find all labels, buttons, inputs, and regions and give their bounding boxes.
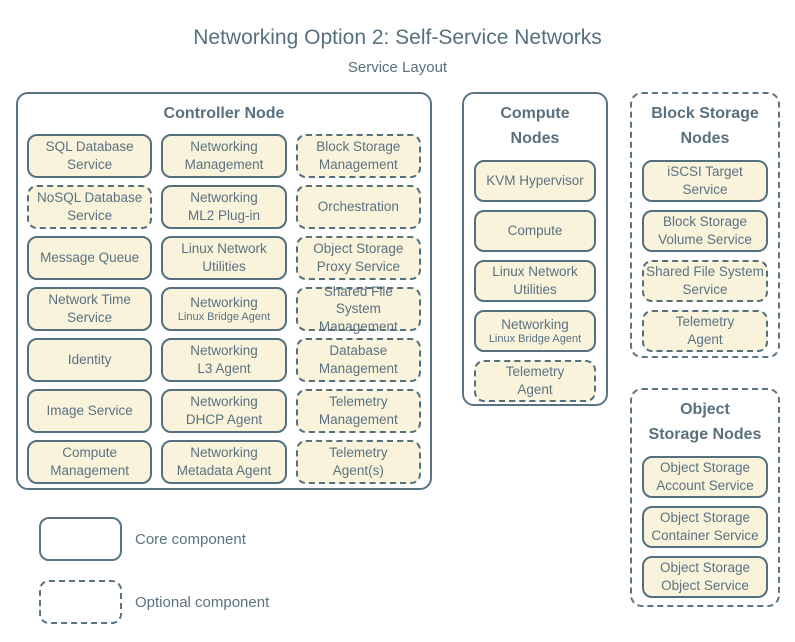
service-block-storage-volume: Block Storage Volume Service [642, 210, 768, 252]
object-storage-nodes-title: Object Storage Nodes [648, 401, 762, 443]
block-storage-nodes-panel: Block Storage Nodes iSCSI Target Service… [630, 92, 780, 358]
service-telemetry-agent-compute: Telemetry Agent [474, 360, 596, 402]
service-label: Linux Network Utilities [181, 241, 267, 274]
service-networking-dhcp-agent: Networking DHCP Agent [161, 389, 287, 433]
service-label: Networking ML2 Plug-in [187, 190, 261, 223]
controller-service-grid: SQL Database Service Networking Manageme… [18, 126, 430, 484]
service-label: Block Storage Volume Service [658, 214, 752, 247]
service-linux-network-utilities: Linux Network Utilities [161, 236, 287, 280]
service-orchestration: Orchestration [295, 185, 421, 229]
service-label: Shared File System Service [646, 264, 764, 297]
legend-optional-swatch [39, 580, 122, 624]
service-object-storage-object: Object Storage Object Service [642, 556, 768, 598]
service-sublabel: Linux Bridge Agent [488, 333, 582, 346]
service-telemetry-agents: Telemetry Agent(s) [295, 440, 421, 484]
service-label: Compute Management [50, 445, 130, 478]
block-storage-nodes-title: Block Storage Nodes [651, 105, 759, 147]
service-iscsi-target: iSCSI Target Service [642, 160, 768, 202]
service-label: Linux Network Utilities [492, 264, 578, 297]
legend-core-label: Core component [135, 530, 246, 548]
legend-core: Core component [39, 517, 246, 561]
service-sublabel: Linux Bridge Agent [177, 311, 271, 324]
service-object-storage-container: Object Storage Container Service [642, 506, 768, 548]
service-label: Telemetry Agent [505, 364, 565, 397]
service-identity: Identity [27, 338, 153, 382]
service-label: Object Storage Container Service [651, 510, 759, 543]
service-block-storage-management: Block Storage Management [295, 134, 421, 178]
controller-node-panel: Controller Node SQL Database Service Net… [16, 92, 432, 490]
object-storage-service-list: Object Storage Account Service Object St… [632, 447, 778, 598]
service-label: Networking [190, 294, 258, 310]
service-object-storage-account: Object Storage Account Service [642, 456, 768, 498]
object-storage-nodes-panel: Object Storage Nodes Object Storage Acco… [630, 388, 780, 607]
service-label: Telemetry Agent [675, 314, 735, 347]
service-label: Block Storage Management [316, 139, 401, 172]
service-label: Compute [507, 223, 563, 239]
block-storage-service-list: iSCSI Target Service Block Storage Volum… [632, 151, 778, 352]
service-label: Networking L3 Agent [190, 343, 258, 376]
service-label: Orchestration [317, 199, 399, 215]
service-label: Message Queue [40, 250, 140, 266]
service-label: Telemetry Management [318, 394, 398, 427]
service-compute-management: Compute Management [27, 440, 153, 484]
service-label: Networking [501, 316, 569, 332]
service-label: NoSQL Database Service [37, 190, 143, 223]
service-label: Shared File System Management [318, 283, 398, 334]
service-linux-network-utilities-compute: Linux Network Utilities [474, 260, 596, 302]
service-sql-database: SQL Database Service [27, 134, 153, 178]
service-networking-l3-agent: Networking L3 Agent [161, 338, 287, 382]
service-label: Object Storage Object Service [659, 560, 751, 593]
service-networking-ml2-plugin: Networking ML2 Plug-in [161, 185, 287, 229]
compute-nodes-title: Compute Nodes [500, 105, 570, 147]
compute-nodes-panel: Compute Nodes KVM Hypervisor Compute Lin… [462, 92, 608, 406]
service-label: Image Service [46, 403, 133, 419]
service-kvm-hypervisor: KVM Hypervisor [474, 160, 596, 202]
legend-core-swatch [39, 517, 122, 561]
service-label: Telemetry Agent(s) [329, 445, 388, 478]
diagram-title: Networking Option 2: Self-Service Networ… [193, 26, 602, 49]
legend-optional: Optional component [39, 580, 269, 624]
service-networking-management: Networking Management [161, 134, 287, 178]
service-label: SQL Database Service [45, 139, 134, 172]
service-image-service: Image Service [27, 389, 153, 433]
service-label: iSCSI Target Service [667, 164, 743, 197]
controller-node-title: Controller Node [163, 105, 285, 122]
service-telemetry-management: Telemetry Management [295, 389, 421, 433]
service-label: Networking Metadata Agent [176, 445, 272, 478]
service-label: Object Storage Account Service [656, 460, 754, 493]
service-shared-file-system-service: Shared File System Service [642, 260, 768, 302]
service-label: KVM Hypervisor [486, 173, 584, 189]
compute-service-list: KVM Hypervisor Compute Linux Network Uti… [464, 151, 606, 402]
service-network-time: Network Time Service [27, 287, 153, 331]
service-shared-file-system-management: Shared File System Management [295, 284, 421, 334]
service-database-management: Database Management [295, 338, 421, 382]
service-telemetry-agent-block: Telemetry Agent [642, 310, 768, 352]
legend-optional-label: Optional component [135, 593, 270, 611]
service-label: Network Time Service [48, 292, 131, 325]
service-label: Database Management [318, 343, 398, 376]
service-nosql-database: NoSQL Database Service [27, 185, 153, 229]
service-label: Identity [67, 352, 112, 368]
service-object-storage-proxy: Object Storage Proxy Service [295, 236, 421, 280]
service-networking-metadata-agent: Networking Metadata Agent [161, 440, 287, 484]
service-message-queue: Message Queue [27, 236, 153, 280]
service-label: Networking Management [184, 139, 264, 172]
service-label: Object Storage Proxy Service [313, 241, 404, 274]
service-label: Networking DHCP Agent [185, 394, 263, 427]
service-compute: Compute [474, 210, 596, 252]
diagram-subtitle: Service Layout [347, 59, 448, 76]
